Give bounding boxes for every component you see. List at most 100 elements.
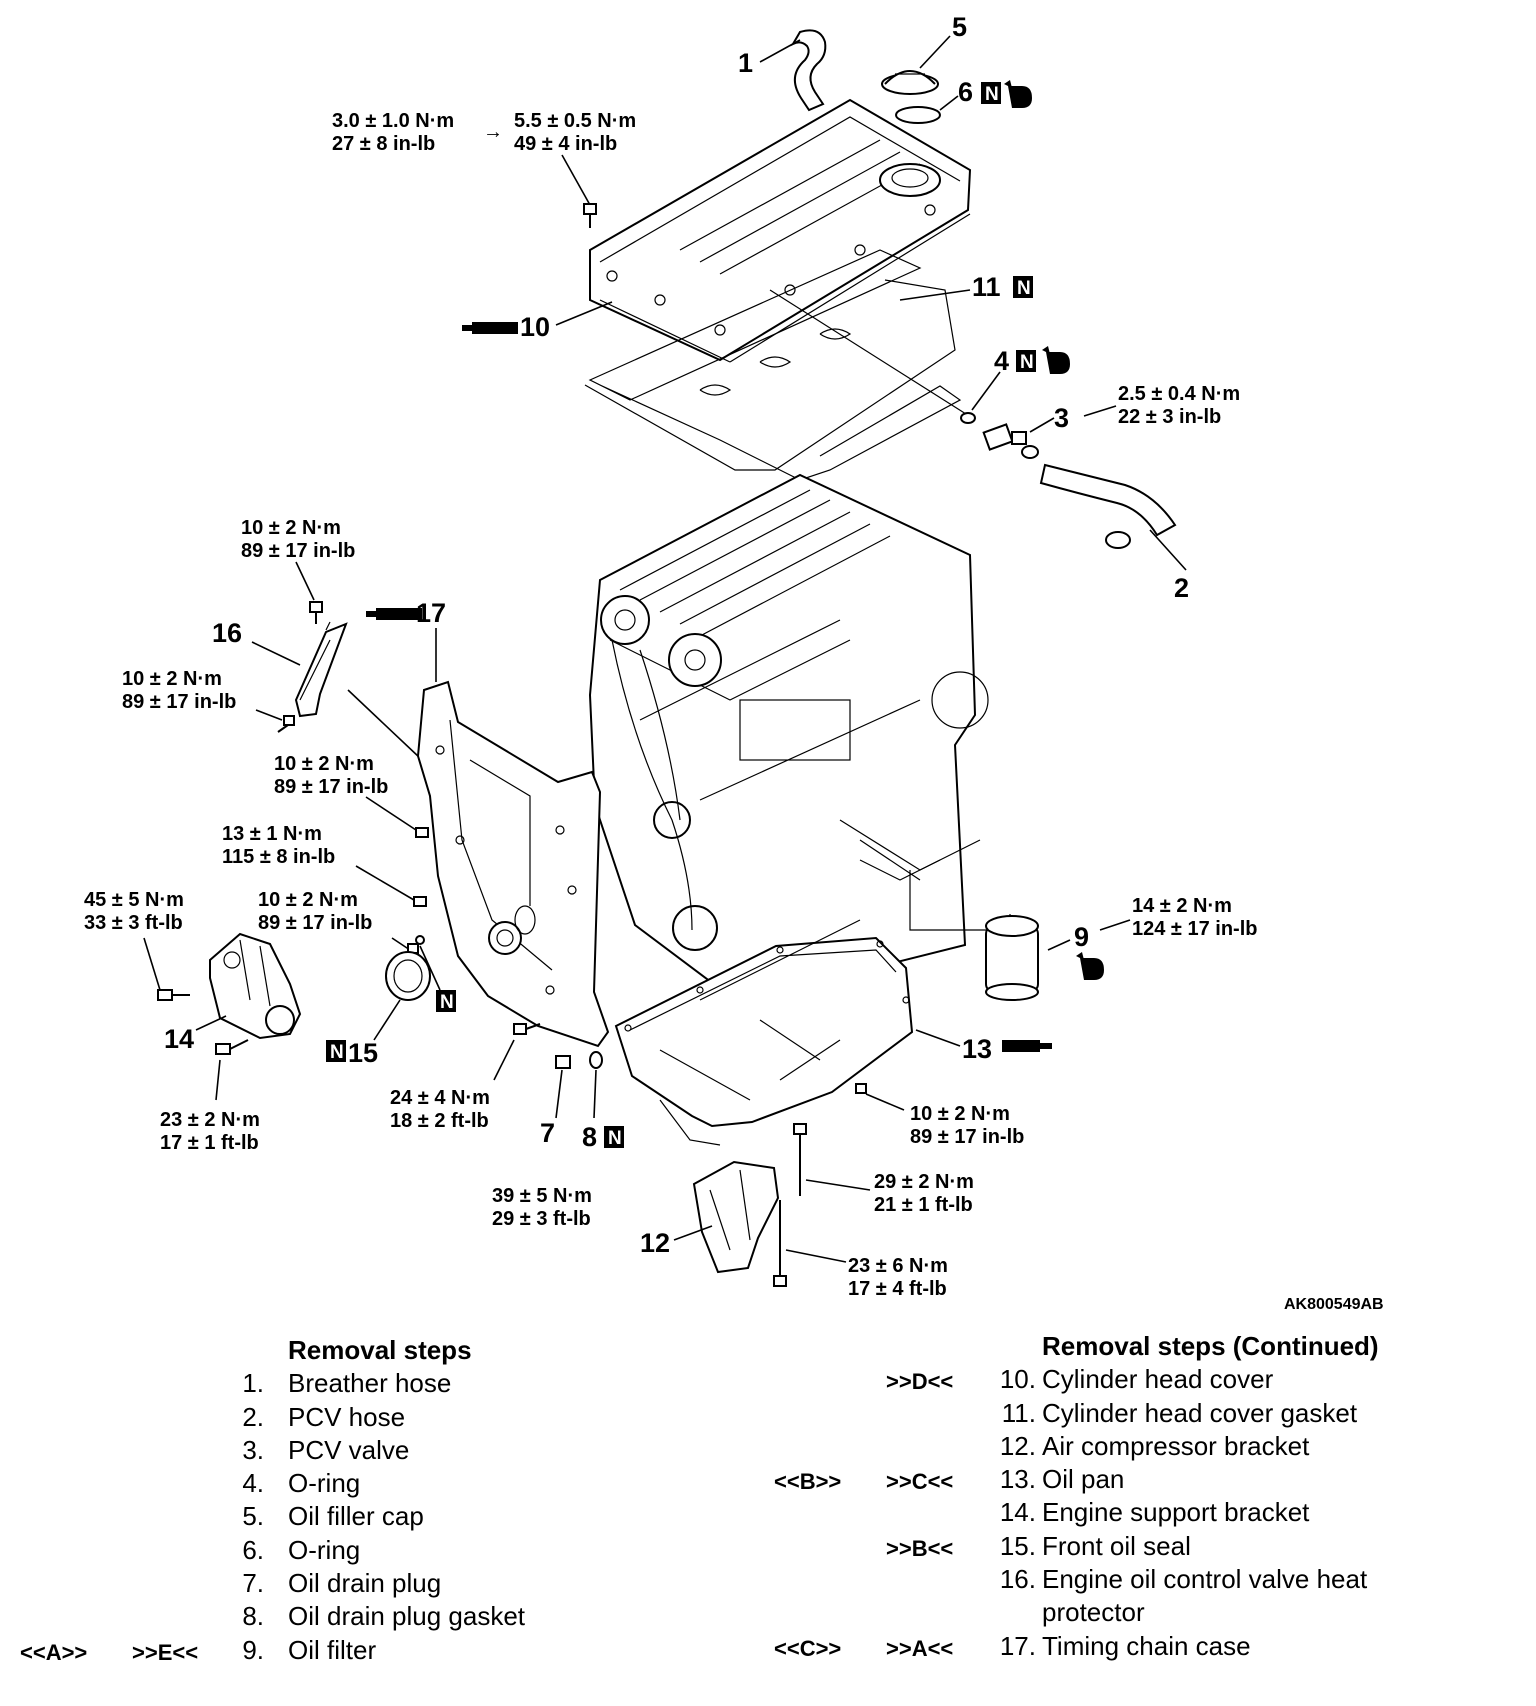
removal-step-item: 14.Engine support bracket — [760, 1496, 1536, 1529]
step-code-b: >>B<< — [886, 1535, 954, 1561]
removal-step-item: 7.Oil drain plug — [0, 1567, 600, 1600]
step-code-a: <<B>> — [774, 1469, 842, 1495]
torque-support-top-nm: 45 ± 5 N·m — [84, 889, 184, 911]
oil-can-icon — [1004, 80, 1032, 108]
torque-case-d-nm: 24 ± 4 N·m — [390, 1087, 490, 1109]
step-label: Cylinder head cover — [1042, 1364, 1274, 1395]
step-number: 3. — [242, 1434, 264, 1465]
step-code-a: <<A>> — [20, 1639, 88, 1665]
callout-7: 7 — [540, 1118, 555, 1148]
torque-cover-final-nm: 5.5 ± 0.5 N·m — [514, 110, 636, 132]
torque-pcv-nm: 2.5 ± 0.4 N·m — [1118, 383, 1240, 405]
torque-comp-a-nm: 29 ± 2 N·m — [874, 1171, 974, 1193]
new-part-marker-case: N — [436, 990, 456, 1013]
step-label: Timing chain case — [1042, 1630, 1251, 1661]
step-number: 11. — [1001, 1397, 1036, 1428]
callout-14: 14 — [164, 1024, 194, 1054]
removal-step-item: >>D<< 10.Cylinder head cover — [760, 1363, 1536, 1396]
callout-15: 15 — [348, 1038, 378, 1068]
callout-2: 2 — [1174, 573, 1189, 603]
step-label: protector — [1042, 1597, 1145, 1628]
timing-chain-case — [416, 680, 610, 1048]
torque-support-bot-ftlb: 17 ± 1 ft-lb — [160, 1132, 259, 1154]
torque-case-b-inlb: 115 ± 8 in-lb — [222, 846, 335, 868]
torque-case-d-ftlb: 18 ± 2 ft-lb — [390, 1110, 489, 1132]
callout-17: 17 — [416, 598, 446, 628]
removal-steps-continued-list: Removal steps (Continued) >>D<<10.Cylind… — [760, 1330, 1536, 1663]
removal-step-item: 5. Oil filler cap — [0, 1500, 600, 1533]
oil-can-icon-4 — [1042, 346, 1070, 374]
callout-6: 6 — [958, 77, 973, 107]
engine-support-bracket — [209, 932, 302, 1040]
oil-pan — [614, 919, 914, 1146]
support-bolt-top — [157, 989, 190, 1001]
cylinder-head-cover — [589, 98, 972, 363]
case-bolt-a — [415, 827, 429, 838]
oil-filler-cap — [881, 70, 939, 95]
torque-support-top-ftlb: 33 ± 3 ft-lb — [84, 912, 183, 934]
exploded-engine-diagram: 1 5 6 N 3.0 ± 1.0 N·m 27 ± 8 in-lb → 5.5… — [84, 12, 1257, 1300]
removal-step-item: <<B>>>>C<<13.Oil pan — [760, 1463, 1536, 1496]
compressor-bolt-b — [773, 1200, 787, 1287]
oil-drain-plug-gasket — [589, 1051, 603, 1069]
new-part-marker-8: N — [604, 1126, 624, 1149]
torque-comp-b-nm: 23 ± 6 N·m — [848, 1255, 948, 1277]
step-number: 9. — [242, 1634, 264, 1665]
removal-step-item: protector — [760, 1596, 1536, 1629]
new-part-marker-4: N — [1016, 350, 1036, 373]
torque-drain-nm: 39 ± 5 N·m — [492, 1185, 592, 1207]
engine-block — [588, 473, 989, 1007]
callout-5: 5 — [952, 12, 967, 42]
step-label: Engine oil control valve heat — [1042, 1564, 1368, 1595]
case-bolt-d — [513, 1023, 541, 1035]
callout-16: 16 — [212, 618, 242, 648]
cover-bolt — [583, 203, 597, 228]
step-label: Oil filter — [288, 1634, 377, 1665]
torque-case-a-inlb: 89 ± 17 in-lb — [274, 776, 388, 798]
callout-1: 1 — [738, 48, 753, 78]
engine-oil-control-valve-heat-protector — [294, 622, 348, 718]
step-number: 15. — [999, 1530, 1036, 1561]
torque-heat-top-inlb: 89 ± 17 in-lb — [241, 540, 355, 562]
sealant-tube-icon-17 — [366, 608, 422, 620]
breather-hose — [790, 29, 827, 112]
removal-step-item: 6.O-ring — [0, 1534, 600, 1567]
callout-13: 13 — [962, 1034, 992, 1064]
step-number: 5. — [242, 1501, 264, 1532]
step-label: Oil filler cap — [288, 1501, 424, 1532]
torque-heat-bot-inlb: 89 ± 17 in-lb — [122, 691, 236, 713]
step-code-a: <<C>> — [774, 1635, 842, 1661]
callout-3: 3 — [1054, 403, 1069, 433]
step-number: 17. — [999, 1630, 1036, 1661]
removal-step-item: 3. PCV valve — [0, 1434, 600, 1467]
step-code-b: >>E<< — [132, 1639, 199, 1665]
removal-step-item: <<C>>>>A<<17.Timing chain case — [760, 1630, 1536, 1663]
figure-id: AK800549AB — [1284, 1296, 1384, 1313]
torque-cover-initial-inlb: 27 ± 8 in-lb — [332, 133, 435, 155]
sealant-tube-icon-10 — [462, 322, 518, 334]
step-number: 10. — [999, 1364, 1036, 1395]
removal-step-item: 1.Breather hose — [0, 1367, 600, 1400]
oil-pan-bolt — [855, 1083, 867, 1094]
torque-pcv-inlb: 22 ± 3 in-lb — [1118, 406, 1221, 428]
torque-cover-initial-nm: 3.0 ± 1.0 N·m — [332, 110, 454, 132]
step-number: 12. — [999, 1430, 1036, 1461]
callout-10: 10 — [520, 312, 550, 342]
step-label: Cylinder head cover gasket — [1042, 1397, 1358, 1428]
removal-step-item: <<A>> >>E<< 9. Oil filter — [0, 1634, 600, 1667]
step-code-b: >>D<< — [886, 1369, 954, 1395]
support-bolt-bottom — [215, 1039, 249, 1055]
step-label: PCV valve — [288, 1434, 410, 1465]
step-label: Engine support bracket — [1042, 1497, 1310, 1528]
removal-step-item: 16.Engine oil control valve heat — [760, 1563, 1536, 1596]
svg-text:N: N — [608, 1128, 622, 1149]
torque-case-a-nm: 10 ± 2 N·m — [274, 753, 374, 775]
front-oil-seal — [385, 951, 431, 1001]
air-compressor-bracket — [692, 1160, 780, 1274]
torque-drain-ftlb: 29 ± 3 ft-lb — [492, 1208, 591, 1230]
oil-filter — [985, 915, 1039, 1001]
step-label: PCV hose — [288, 1401, 406, 1432]
removal-steps-heading: Removal steps — [288, 1335, 472, 1365]
step-number: 2. — [242, 1401, 264, 1432]
torque-case-b-nm: 13 ± 1 N·m — [222, 823, 322, 845]
